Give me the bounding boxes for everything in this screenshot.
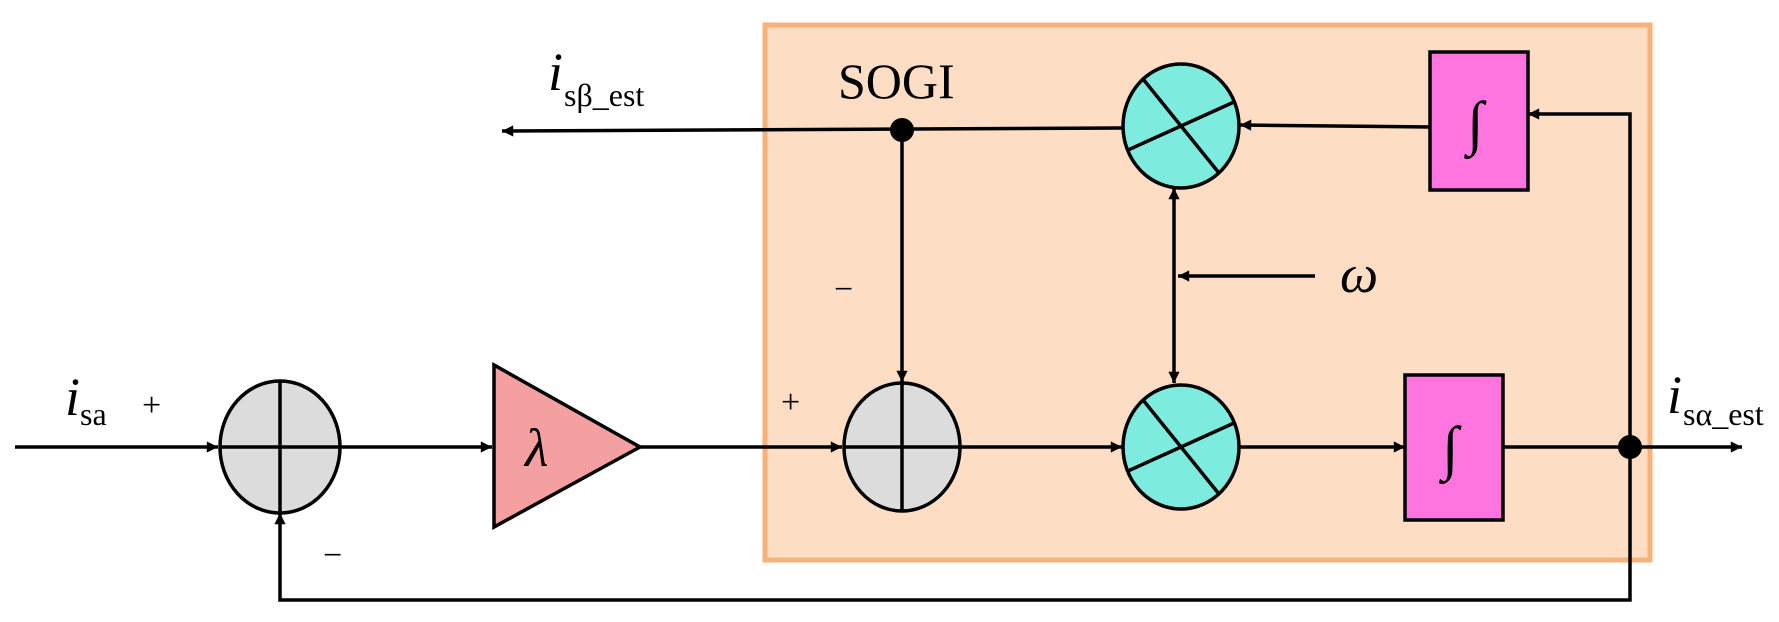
output-beta-wire (501, 125, 1123, 137)
integrator-top: ∫ (1428, 50, 1530, 192)
wire-bottom-feedback (274, 447, 1632, 602)
svg-text:sα_est: sα_est (1683, 396, 1764, 432)
omega-label: ω (1340, 244, 1378, 304)
summer2-plus-sign: + (781, 384, 800, 421)
output-beta-label: i sβ_est (548, 42, 644, 113)
integrator-bottom: ∫ (1403, 373, 1505, 522)
integrator-top-symbol: ∫ (1464, 90, 1487, 160)
summer1-minus-sign: − (323, 537, 342, 574)
gain-block: λ (492, 362, 644, 530)
output-alpha-label: i sα_est (1667, 365, 1764, 432)
svg-text:i: i (548, 42, 563, 102)
summer-1 (218, 379, 342, 515)
junction-dot-beta (890, 118, 914, 142)
wire-feedback-to-integrator-top (1528, 108, 1632, 447)
wire-integrator-to-mult-top (1239, 119, 1431, 131)
integrator-bottom-symbol: ∫ (1439, 415, 1462, 485)
svg-text:i: i (1667, 365, 1682, 425)
summer-2 (842, 381, 962, 513)
svg-text:sa: sa (80, 396, 107, 432)
summer1-plus-sign: + (142, 387, 161, 424)
multiplier-top (1121, 62, 1241, 190)
summer2-minus-sign: − (834, 271, 853, 308)
junction-dot-alpha (1618, 435, 1642, 459)
multiplier-bottom (1121, 383, 1241, 511)
input-label: i sa (65, 367, 107, 432)
sogi-title: SOGI (838, 53, 955, 109)
svg-text:sβ_est: sβ_est (564, 77, 644, 113)
svg-text:i: i (65, 367, 80, 427)
gain-label: λ (523, 418, 548, 478)
